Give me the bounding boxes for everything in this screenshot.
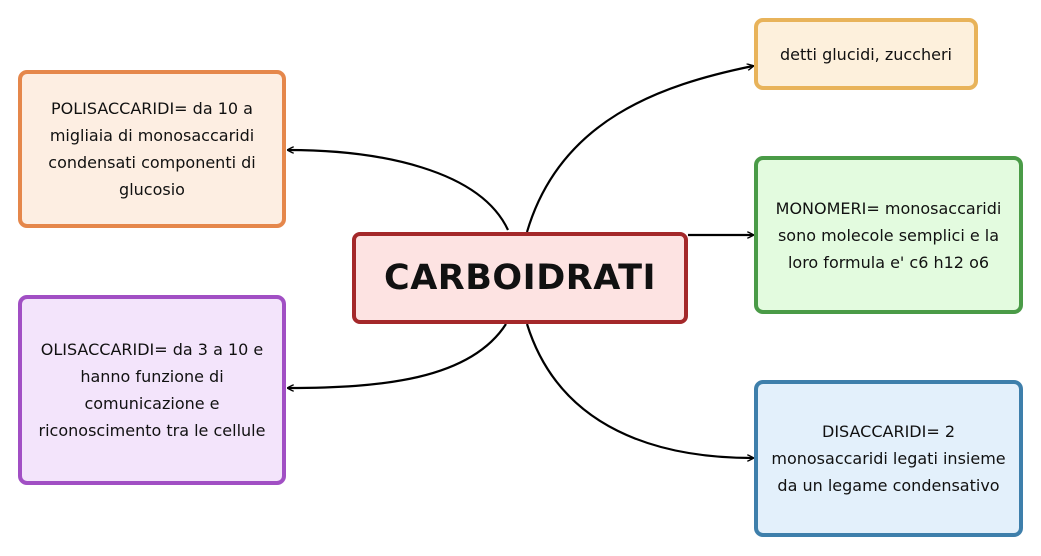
node-monomeri[interactable]: MONOMERI= monosaccaridi sono molecole se… (754, 156, 1023, 314)
node-polisaccaridi[interactable]: POLISACCARIDI= da 10 a migliaia di monos… (18, 70, 286, 228)
node-detti-label: detti glucidi, zuccheri (780, 44, 952, 64)
central-topic-node[interactable]: CARBOIDRATI (352, 232, 688, 324)
node-olisaccaridi-label: OLISACCARIDI= da 3 a 10 e hanno funzione… (38, 340, 266, 440)
node-detti[interactable]: detti glucidi, zuccheri (754, 18, 978, 90)
node-disaccaridi[interactable]: DISACCARIDI= 2 monosaccaridi legati insi… (754, 380, 1023, 537)
node-monomeri-label: MONOMERI= monosaccaridi sono molecole se… (775, 198, 1002, 272)
connector-olisaccaridi (288, 323, 507, 388)
node-olisaccaridi[interactable]: OLISACCARIDI= da 3 a 10 e hanno funzione… (18, 295, 286, 485)
connector-polisaccaridi (288, 150, 509, 231)
connector-detti (525, 66, 753, 233)
central-topic-label: CARBOIDRATI (384, 258, 656, 298)
node-disaccaridi-label: DISACCARIDI= 2 monosaccaridi legati insi… (771, 422, 1006, 495)
node-polisaccaridi-label: POLISACCARIDI= da 10 a migliaia di monos… (48, 99, 256, 199)
connector-disaccaridi (525, 323, 753, 458)
